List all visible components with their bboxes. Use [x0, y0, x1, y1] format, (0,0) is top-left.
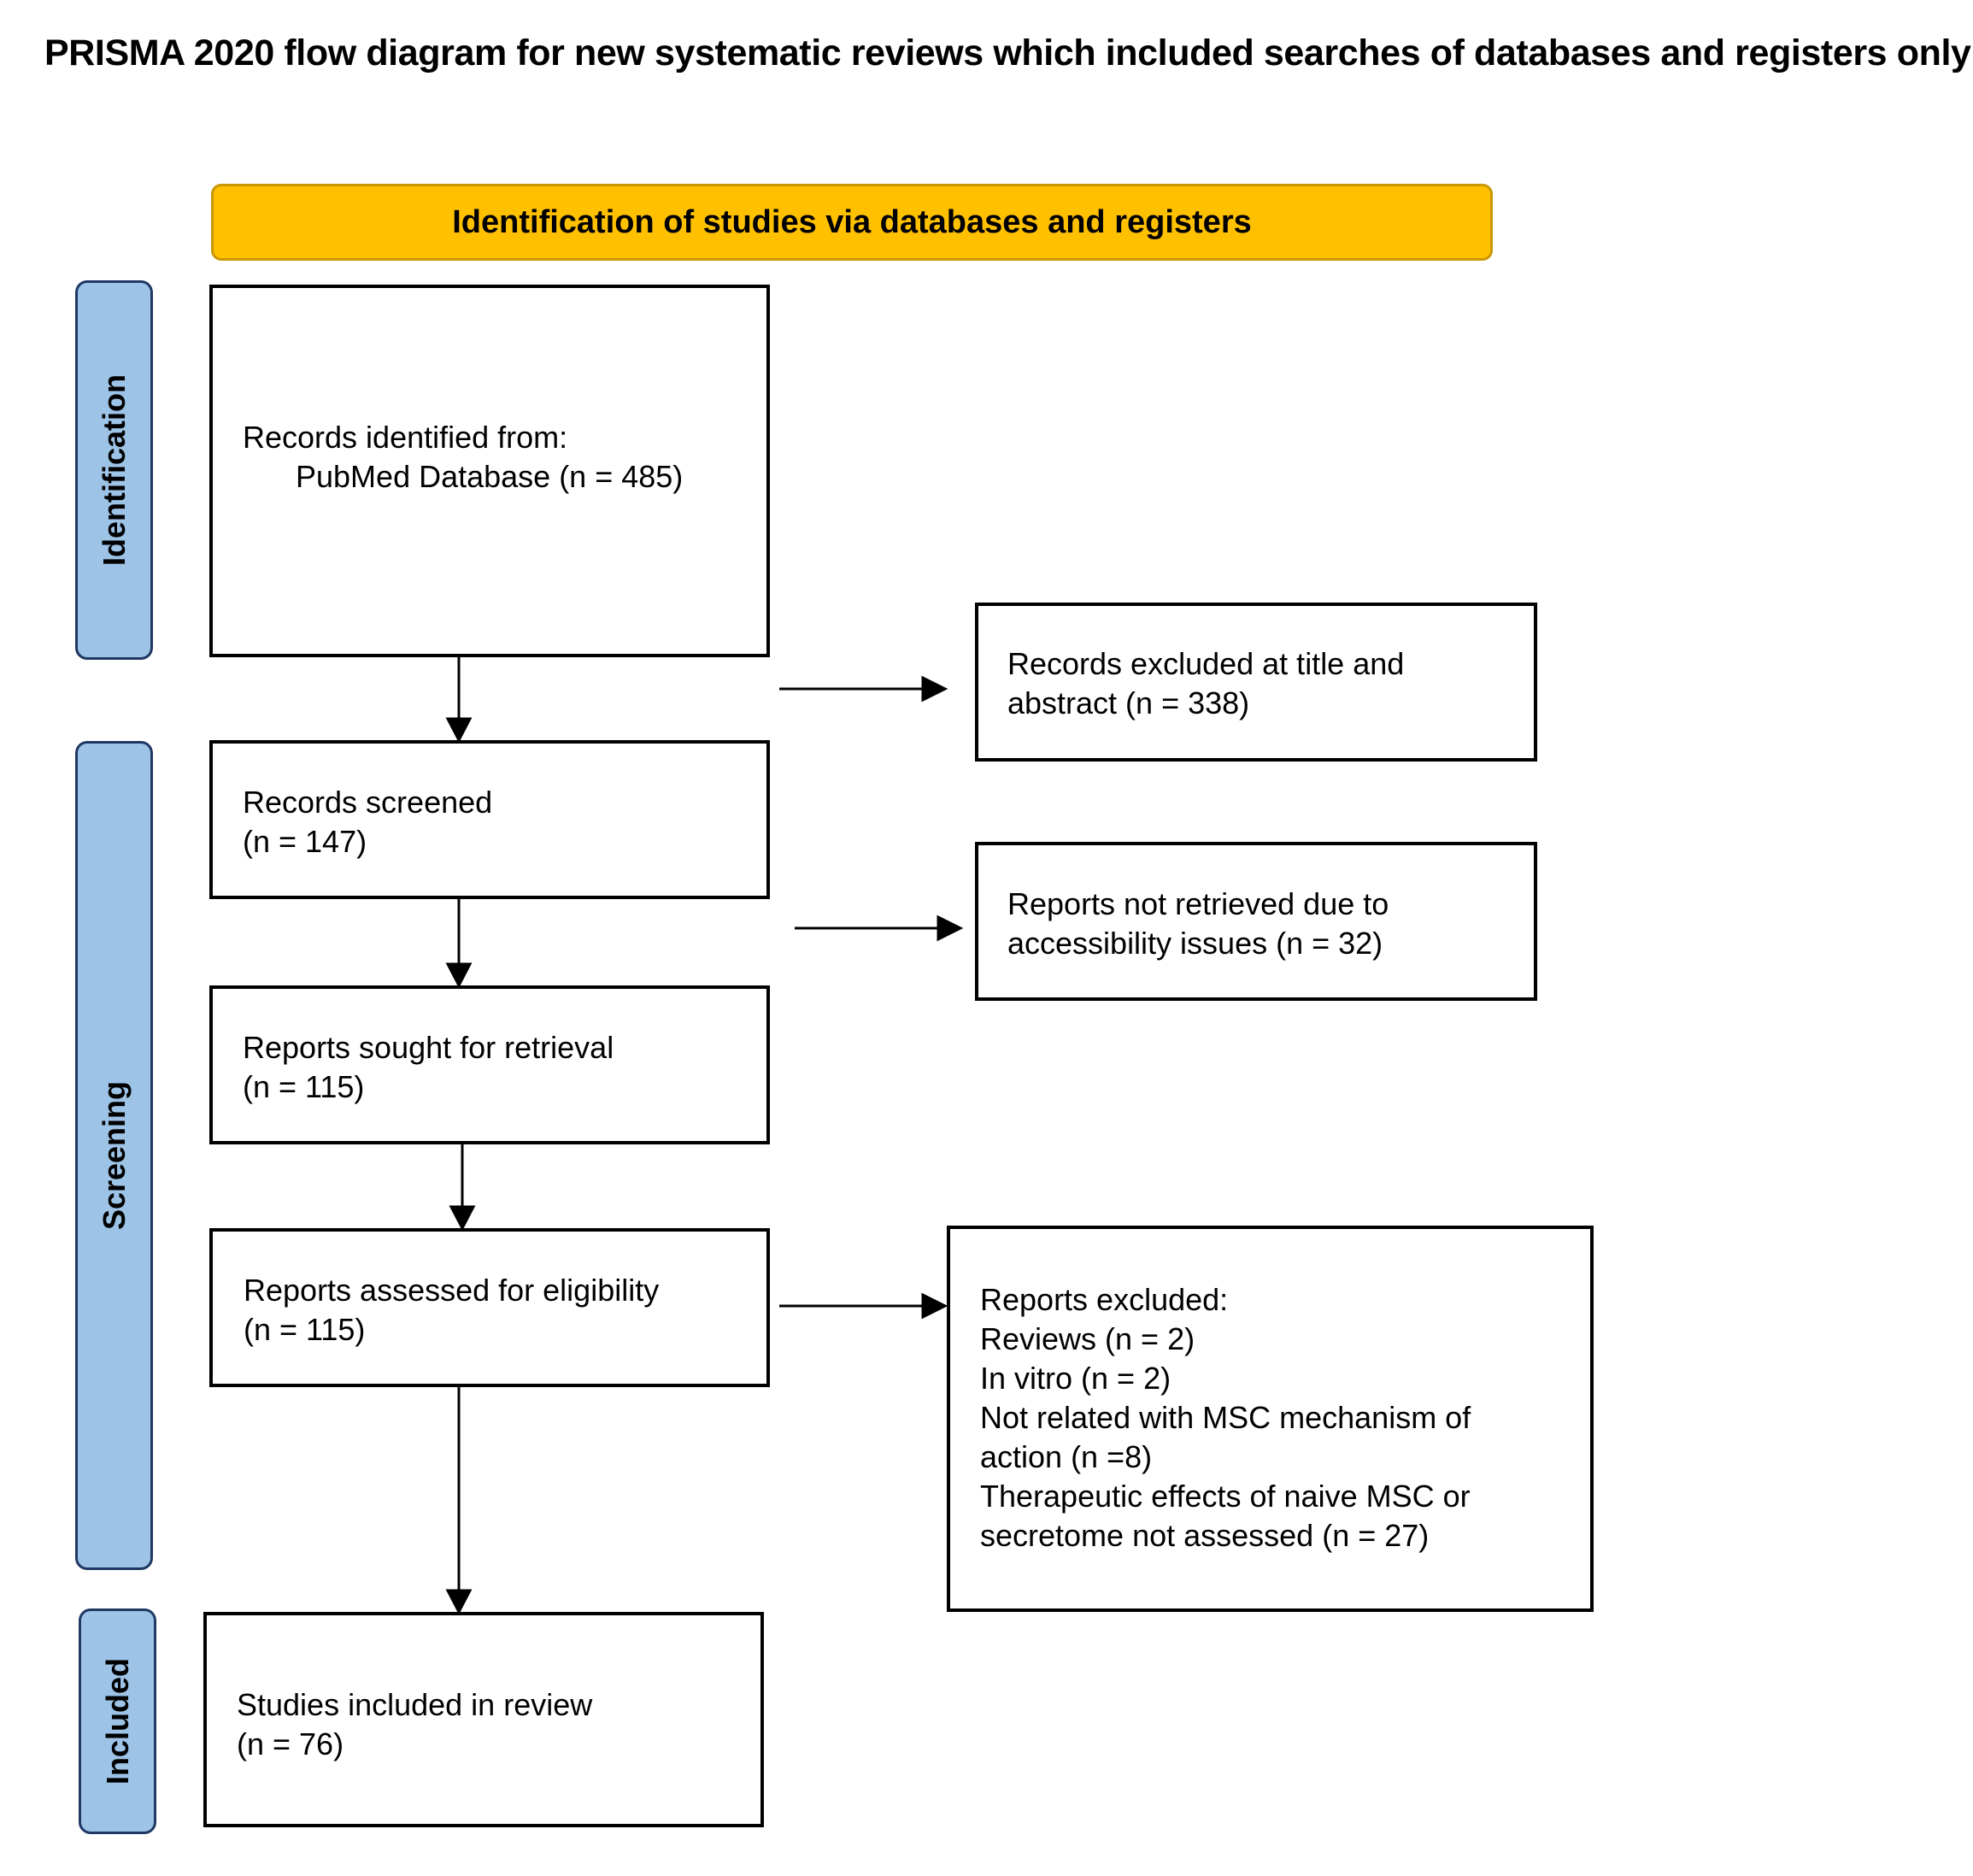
studies-included-box: Studies included in review (n = 76): [203, 1612, 764, 1827]
reports-excluded-box: Reports excluded: Reviews (n = 2) In vit…: [947, 1226, 1594, 1612]
records-excluded-line1: Records excluded at title and: [1007, 646, 1405, 681]
records-identified-box: Records identified from: PubMed Database…: [209, 285, 770, 657]
records-screened-count: (n = 147): [243, 824, 367, 859]
page-title: PRISMA 2020 flow diagram for new systema…: [44, 32, 1971, 74]
phase-identification: Identification: [75, 280, 153, 660]
arrowhead-screened-to-sought: [445, 962, 473, 989]
studies-included-count: (n = 76): [237, 1726, 344, 1761]
arrowhead-sought-to-assessed: [449, 1205, 476, 1232]
reports-excluded-msc-line1: Not related with MSC mechanism of: [980, 1400, 1471, 1435]
records-screened-label: Records screened: [243, 785, 493, 820]
records-identified-heading: Records identified from:: [243, 420, 568, 455]
sought-retrieval-box: Reports sought for retrieval (n = 115): [209, 985, 770, 1144]
phase-included: Included: [79, 1608, 156, 1834]
studies-included-label: Studies included in review: [237, 1687, 593, 1722]
assessed-eligibility-box: Reports assessed for eligibility (n = 11…: [209, 1228, 770, 1387]
reports-excluded-therapeutic-line1: Therapeutic effects of naive MSC or: [980, 1479, 1471, 1514]
reports-excluded-msc-line2: action (n =8): [980, 1439, 1153, 1474]
not-retrieved-line1: Reports not retrieved due to: [1007, 886, 1389, 921]
arrowhead-assessed-to-excluded: [921, 1292, 948, 1320]
arrowhead-assessed-to-included: [445, 1589, 473, 1615]
reports-excluded-heading: Reports excluded:: [980, 1282, 1229, 1317]
records-identified-source: PubMed Database (n = 485): [296, 459, 684, 494]
arrowhead-identified-to-excluded: [921, 675, 948, 703]
reports-excluded-in-vitro: In vitro (n = 2): [980, 1361, 1171, 1396]
not-retrieved-line2: accessibility issues (n = 32): [1007, 926, 1383, 961]
arrowhead-screened-to-not-retrieved: [937, 914, 964, 942]
records-screened-box: Records screened (n = 147): [209, 740, 770, 899]
phase-screening: Screening: [75, 741, 153, 1570]
assessed-eligibility-label: Reports assessed for eligibility: [244, 1273, 660, 1308]
reports-excluded-reviews: Reviews (n = 2): [980, 1321, 1195, 1356]
assessed-eligibility-count: (n = 115): [244, 1312, 366, 1347]
sought-retrieval-count: (n = 115): [243, 1069, 365, 1104]
identification-banner: Identification of studies via databases …: [211, 184, 1493, 261]
records-excluded-box: Records excluded at title and abstract (…: [975, 603, 1537, 762]
records-excluded-line2: abstract (n = 338): [1007, 685, 1250, 720]
reports-excluded-therapeutic-line2: secretome not assessed (n = 27): [980, 1518, 1430, 1553]
arrowhead-identified-to-screened: [445, 717, 473, 744]
not-retrieved-box: Reports not retrieved due to accessibili…: [975, 842, 1537, 1001]
sought-retrieval-label: Reports sought for retrieval: [243, 1030, 614, 1065]
